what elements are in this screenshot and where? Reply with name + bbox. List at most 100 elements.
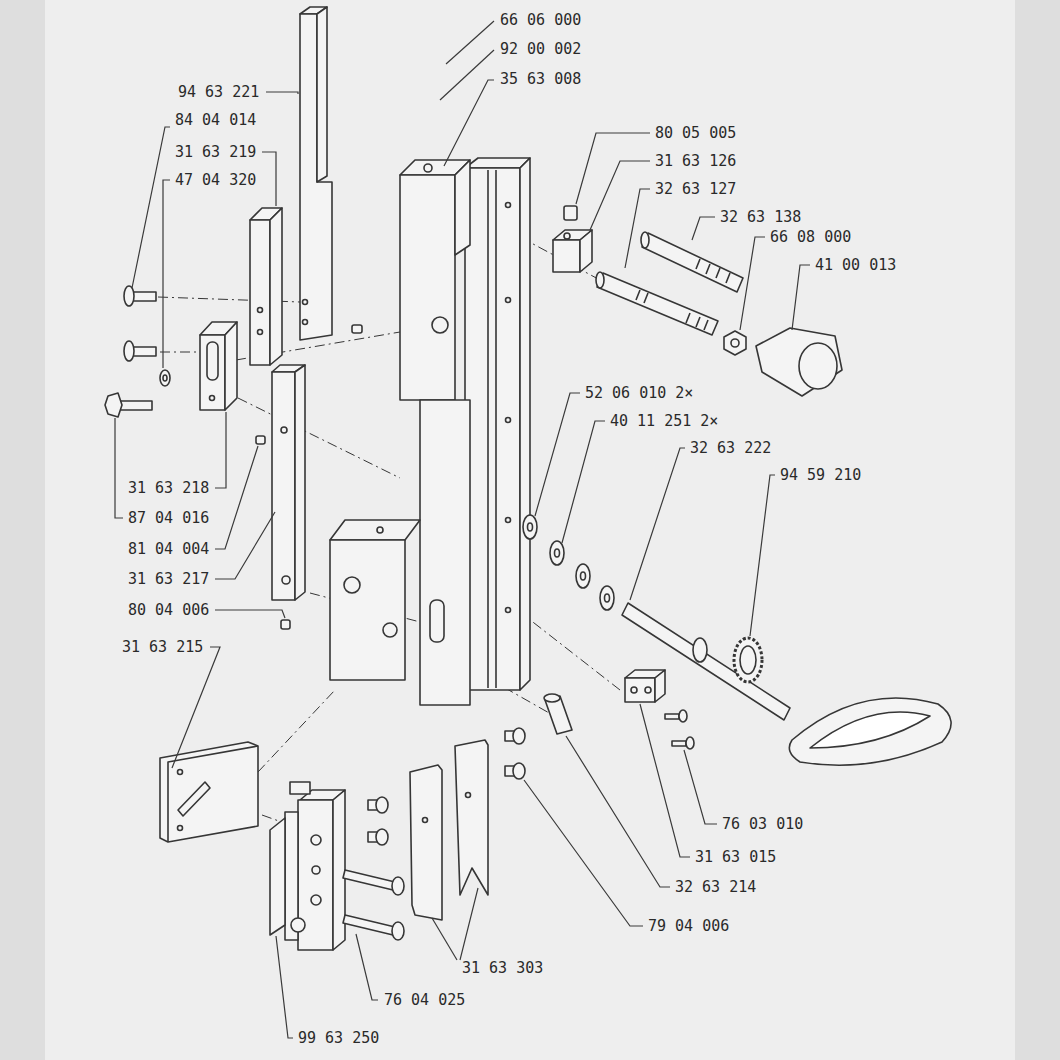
shaft-handle — [622, 603, 951, 765]
clamp-block — [655, 670, 665, 702]
blade — [455, 740, 488, 895]
callout-number: 99 63 250 — [298, 1029, 379, 1047]
leader-line — [432, 918, 457, 960]
main-column — [430, 600, 444, 642]
screw — [105, 393, 122, 417]
knob-assembly — [553, 240, 580, 272]
flat-bar — [295, 365, 305, 600]
carriage — [291, 918, 305, 932]
shaft-handle — [693, 638, 707, 662]
plate — [178, 826, 183, 831]
cap-screw — [376, 797, 388, 813]
shaft-handle — [622, 603, 790, 720]
main-column — [330, 540, 405, 680]
leader-line — [440, 50, 494, 100]
knob-assembly — [597, 273, 718, 335]
main-column — [488, 170, 496, 688]
washer — [600, 586, 614, 610]
knob-assembly — [756, 328, 842, 396]
knob-assembly — [641, 232, 649, 248]
knob-assembly — [596, 272, 604, 288]
callout-number: 31 63 015 — [695, 848, 776, 866]
main-column — [465, 168, 520, 690]
leader-line — [740, 237, 765, 330]
flat-bar — [256, 436, 265, 444]
leader-line — [215, 412, 226, 488]
carriage — [270, 782, 345, 950]
assembly-line — [160, 352, 200, 353]
callout-number: 32 63 127 — [655, 180, 736, 198]
cap-screw — [368, 728, 525, 845]
slotted-block — [207, 342, 218, 380]
assembly-line — [520, 612, 620, 690]
knob-assembly — [731, 339, 739, 347]
callout-number: 31 63 126 — [655, 152, 736, 170]
washer — [550, 541, 564, 565]
leader-line — [356, 934, 378, 1000]
flat-bar — [272, 372, 295, 600]
callout-number: 31 63 303 — [462, 959, 543, 977]
long-screw — [392, 922, 404, 940]
exploded-view — [105, 7, 951, 950]
leader-line — [163, 180, 170, 368]
callout-number: 94 59 210 — [780, 466, 861, 484]
leader-line — [115, 418, 123, 518]
main-column — [506, 203, 511, 208]
leader-line — [115, 21, 810, 1038]
leader-line — [566, 736, 670, 887]
main-column — [424, 164, 432, 172]
leader-line — [524, 780, 643, 926]
leader-line — [460, 888, 478, 960]
clamp-block — [625, 670, 694, 749]
main-column — [330, 520, 420, 540]
screw — [124, 286, 134, 306]
washer — [528, 523, 533, 531]
guide-bar — [250, 220, 270, 365]
clamp-block — [631, 687, 637, 693]
main-column — [465, 158, 530, 168]
leader-line — [640, 704, 690, 857]
leader-line — [590, 161, 650, 230]
paper — [45, 0, 1015, 1060]
main-column — [506, 518, 511, 523]
callout-number: 87 04 016 — [128, 509, 209, 527]
washer — [581, 572, 586, 580]
long-screw — [343, 870, 404, 940]
blade — [410, 765, 442, 920]
cap-screw — [376, 829, 388, 845]
blade — [466, 793, 471, 798]
main-column — [520, 158, 530, 690]
leader-line — [276, 936, 293, 1038]
carriage — [312, 866, 320, 874]
shaft-handle — [734, 638, 762, 682]
callout-number: 92 00 002 — [500, 40, 581, 58]
leader-line — [750, 475, 775, 636]
main-column — [432, 317, 448, 333]
callout-number: 31 63 215 — [122, 638, 203, 656]
shaft-handle — [810, 712, 930, 748]
main-column — [506, 608, 511, 613]
main-column — [352, 325, 362, 333]
screw — [105, 286, 170, 417]
leader-line — [132, 127, 170, 288]
plate — [178, 782, 210, 816]
callout-number: 35 63 008 — [500, 70, 581, 88]
shaft-handle — [789, 698, 951, 765]
plate — [160, 742, 258, 842]
plate — [160, 742, 258, 842]
plate — [168, 746, 258, 842]
callout-number: 76 04 025 — [384, 991, 465, 1009]
slotted-block — [225, 322, 237, 410]
leader-line — [446, 21, 494, 64]
guide-bar — [270, 208, 282, 365]
leader-line — [172, 647, 220, 768]
long-bar — [303, 320, 308, 325]
knob-assembly — [636, 290, 708, 330]
slotted-block — [200, 322, 237, 410]
long-screw — [343, 870, 395, 890]
leader-line — [262, 152, 276, 206]
callout-number: 80 05 005 — [655, 124, 736, 142]
